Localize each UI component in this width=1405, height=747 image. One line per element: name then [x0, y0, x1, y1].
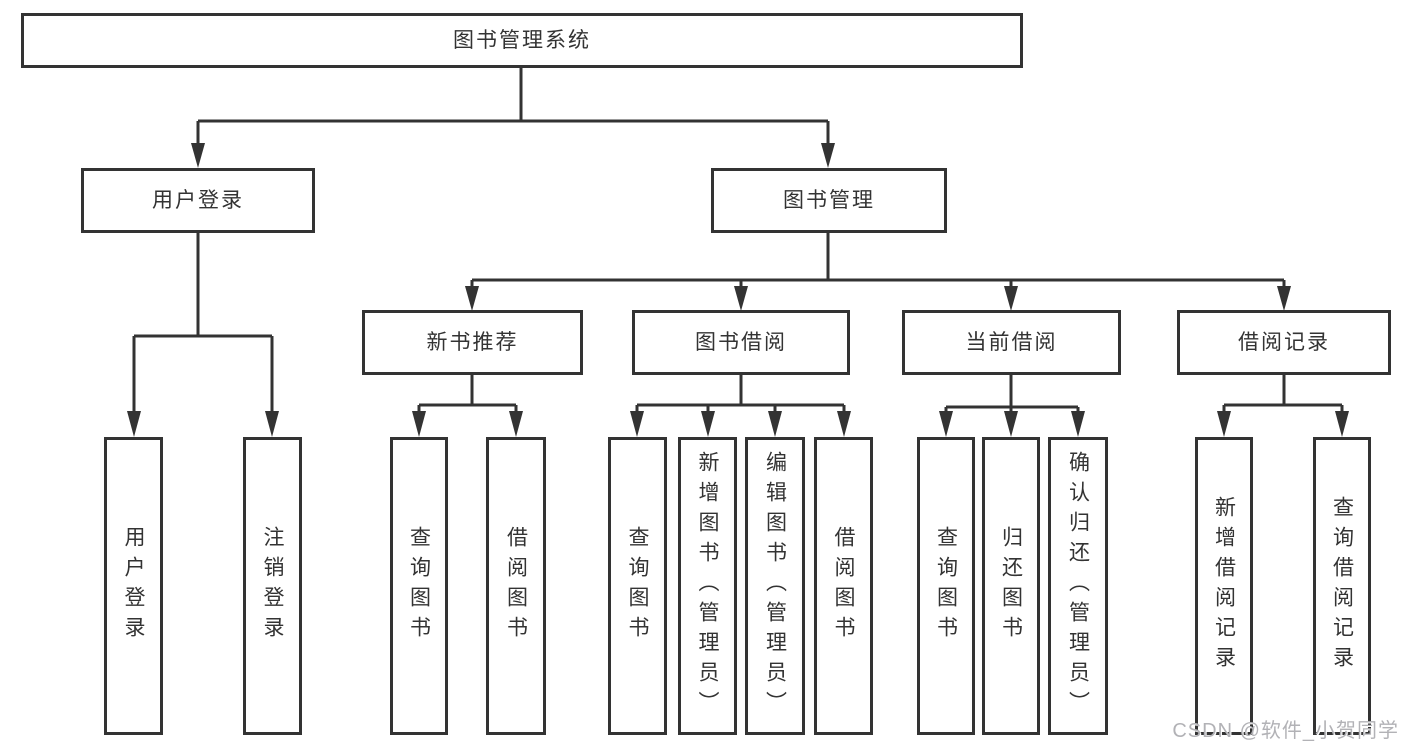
node-book-management: 图书管理	[711, 168, 947, 233]
node-label: 图书管理系统	[453, 29, 591, 52]
node-book-borrow: 图书借阅	[632, 310, 850, 375]
node-query-books-borrow: 查询图书	[608, 437, 667, 735]
watermark: CSDN @软件_小贺同学	[1172, 720, 1399, 742]
node-query-borrow-record: 查询借阅记录	[1313, 437, 1371, 735]
node-label: 归还图书	[999, 526, 1023, 646]
node-borrow-books-recommend: 借阅图书	[486, 437, 546, 735]
node-label: 查询图书	[934, 526, 958, 646]
node-logout: 注销登录	[243, 437, 302, 735]
node-new-book-recommend: 新书推荐	[362, 310, 583, 375]
node-query-books-recommend: 查询图书	[390, 437, 448, 735]
node-label: 借阅记录	[1238, 331, 1330, 354]
node-add-books-admin: 新增图书（管理员）	[678, 437, 737, 735]
node-borrow-books: 借阅图书	[814, 437, 873, 735]
node-label: 用户登录	[152, 189, 244, 212]
node-label: 查询图书	[626, 526, 649, 646]
node-label: 确认归还（管理员）	[1066, 451, 1090, 721]
node-edit-books-admin: 编辑图书（管理员）	[745, 437, 805, 735]
node-label: 查询图书	[407, 526, 431, 646]
node-library-management-system: 图书管理系统	[21, 13, 1023, 68]
node-label: 新书推荐	[426, 331, 519, 354]
node-label: 借阅图书	[832, 526, 855, 646]
node-borrow-records: 借阅记录	[1177, 310, 1391, 375]
node-label: 查询借阅记录	[1330, 496, 1354, 676]
node-label: 编辑图书（管理员）	[763, 451, 787, 721]
node-label: 图书管理	[783, 189, 875, 212]
node-add-borrow-record: 新增借阅记录	[1195, 437, 1253, 735]
node-label: 新增借阅记录	[1212, 496, 1236, 676]
node-label: 图书借阅	[695, 331, 787, 354]
node-user-login-branch: 用户登录	[81, 168, 315, 233]
node-label: 注销登录	[261, 526, 284, 646]
node-user-login: 用户登录	[104, 437, 163, 735]
node-label: 当前借阅	[965, 331, 1058, 354]
node-label: 新增图书（管理员）	[696, 451, 719, 721]
node-confirm-return-admin: 确认归还（管理员）	[1048, 437, 1108, 735]
node-return-books: 归还图书	[982, 437, 1040, 735]
node-label: 借阅图书	[504, 526, 528, 646]
node-query-books-current: 查询图书	[917, 437, 975, 735]
node-current-borrow: 当前借阅	[902, 310, 1121, 375]
node-label: 用户登录	[122, 526, 145, 646]
